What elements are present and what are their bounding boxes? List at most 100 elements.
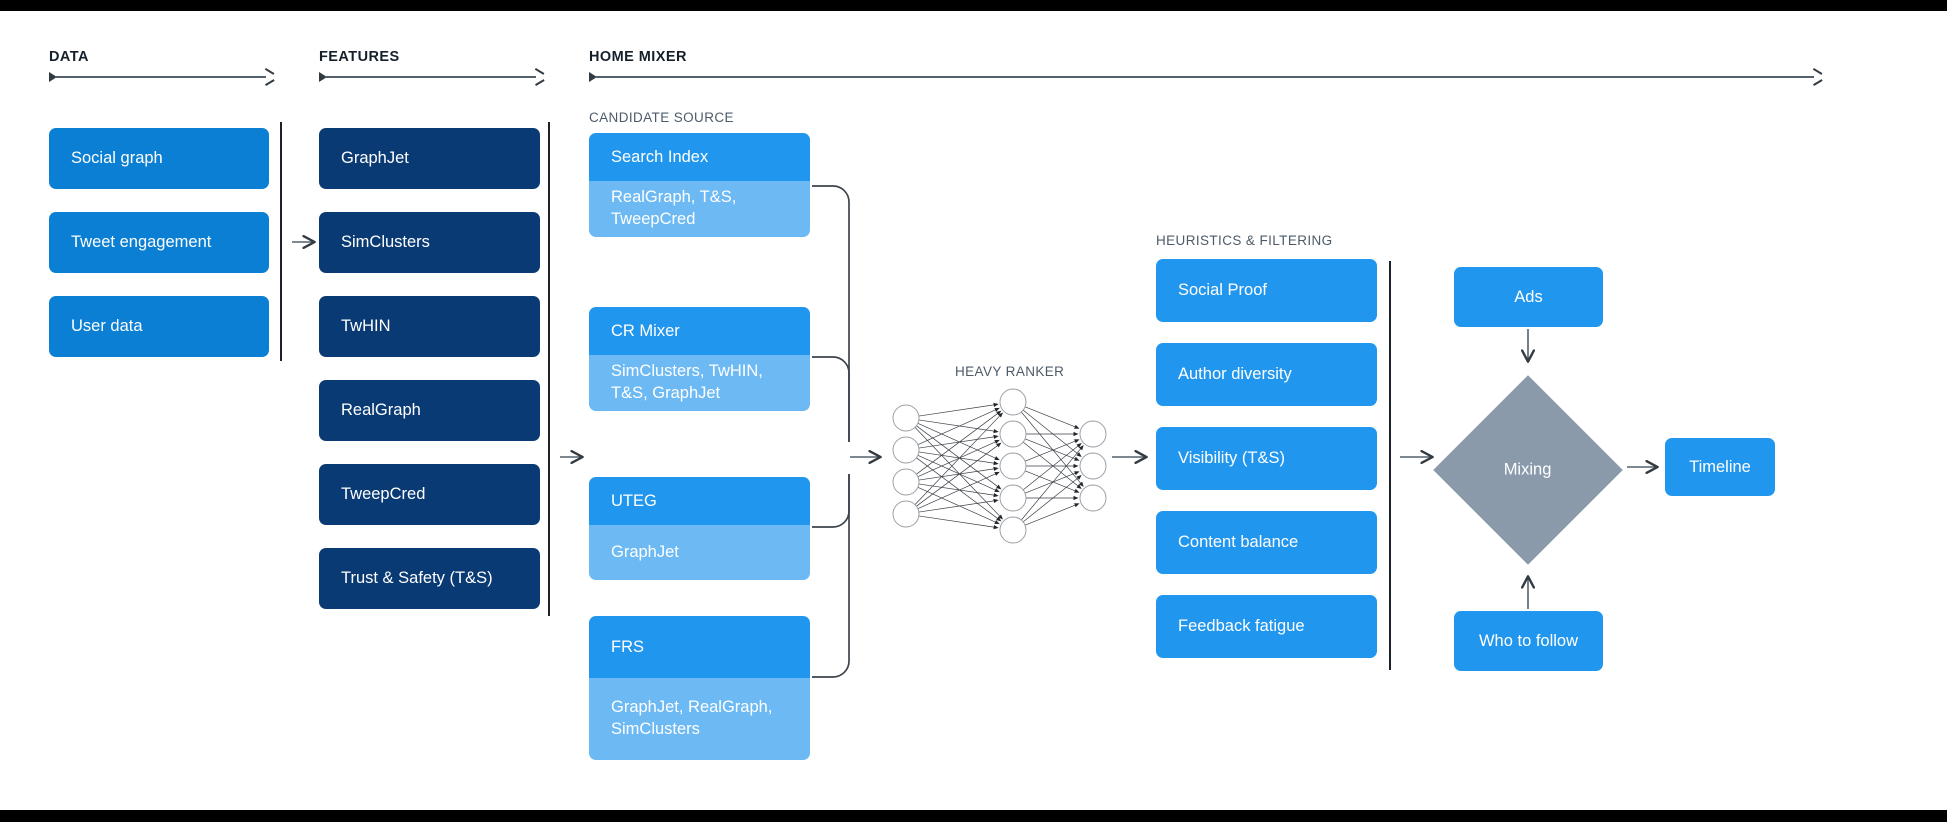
nn-edge-arrow (996, 516, 1002, 522)
candidate-card-frs[interactable]: FRS GraphJet, RealGraph, SimClusters (589, 616, 810, 760)
axis-arrowhead-left-icon (49, 72, 57, 82)
nn-edge-arrow (993, 525, 999, 530)
nn-edge (916, 411, 1001, 475)
axis-line (55, 76, 266, 78)
box-label: TweepCred (341, 485, 426, 503)
axis-arrowhead-right-icon (265, 71, 274, 83)
heuristic-box-visibility[interactable]: Visibility (T&S) (1156, 427, 1377, 490)
nn-edge-arrow (993, 466, 999, 471)
nn-edge (918, 404, 998, 417)
nn-edge (916, 457, 1001, 521)
axis-arrowhead-left-icon (319, 72, 327, 82)
nn-edge-arrow (1074, 488, 1080, 493)
nn-edge (917, 408, 999, 445)
nn-edge (917, 423, 999, 460)
box-label: Social graph (71, 149, 163, 167)
box-label: Trust & Safety (T&S) (341, 569, 493, 587)
nn-edge-arrow (1076, 452, 1082, 457)
subsection-title-candidate-source: CANDIDATE SOURCE (589, 110, 734, 125)
nn-edge-arrow (998, 514, 1003, 520)
nn-edge-arrow (1073, 431, 1079, 437)
connector-frs (812, 474, 850, 678)
axis-arrow-home-mixer (589, 71, 1822, 83)
feature-box-simclusters[interactable]: SimClusters (319, 212, 540, 273)
card-header: UTEG (589, 477, 810, 525)
nn-edge-arrow (1074, 424, 1080, 429)
nn-edge (918, 436, 998, 449)
nn-edge-arrow (994, 520, 1000, 525)
data-box-user-data[interactable]: User data (49, 296, 269, 357)
nn-edge (917, 487, 999, 524)
nn-edge-arrow (994, 456, 1000, 461)
nn-edge (1022, 409, 1081, 457)
nn-edge (1021, 411, 1084, 486)
nn-edge (1024, 439, 1079, 462)
section-title-data: DATA (49, 49, 89, 65)
nn-edge-arrow (1073, 495, 1079, 501)
mixing-label: Mixing (1504, 460, 1552, 479)
box-label: User data (71, 317, 143, 335)
axis-arrow-data (49, 71, 274, 83)
feature-box-realgraph[interactable]: RealGraph (319, 380, 540, 441)
box-label: Ads (1514, 287, 1543, 306)
candidate-card-uteg[interactable]: UTEG GraphJet (589, 477, 810, 580)
card-header: CR Mixer (589, 307, 810, 355)
nn-node (999, 484, 1027, 512)
card-features: GraphJet (589, 525, 810, 580)
divider-features-candidate (548, 122, 550, 616)
heuristic-box-content-balance[interactable]: Content balance (1156, 511, 1377, 574)
nn-node (1079, 452, 1107, 480)
nn-edge (917, 472, 999, 509)
output-box-who-to-follow[interactable]: Who to follow (1454, 611, 1603, 671)
nn-edge (1024, 406, 1079, 429)
feature-box-trust-safety[interactable]: Trust & Safety (T&S) (319, 548, 540, 609)
nn-edge (918, 515, 998, 528)
output-box-ads[interactable]: Ads (1454, 267, 1603, 327)
nn-edge-arrow (996, 442, 1002, 448)
nn-edge (1024, 503, 1079, 526)
nn-edge (918, 468, 998, 481)
nn-edge-arrow (1078, 445, 1084, 451)
box-label: RealGraph (341, 401, 421, 419)
nn-edge-arrow (1078, 481, 1084, 487)
nn-node (1079, 484, 1107, 512)
nn-edge-arrow (1073, 463, 1079, 469)
nn-edge (1022, 475, 1081, 523)
candidate-card-search-index[interactable]: Search Index RealGraph, T&S, TweepCred (589, 133, 810, 237)
candidate-card-cr-mixer[interactable]: CR Mixer SimClusters, TwHIN, T&S, GraphJ… (589, 307, 810, 411)
feature-box-graphjet[interactable]: GraphJet (319, 128, 540, 189)
nn-edge (1022, 441, 1081, 489)
nn-edge-arrow (1074, 503, 1080, 508)
mixing-diamond[interactable]: Mixing (1433, 375, 1623, 565)
feature-box-tweepcred[interactable]: TweepCred (319, 464, 540, 525)
heuristic-box-feedback-fatigue[interactable]: Feedback fatigue (1156, 595, 1377, 658)
nn-edge-arrow (993, 461, 999, 466)
card-features: SimClusters, TwHIN, T&S, GraphJet (589, 355, 810, 411)
heuristic-box-social-proof[interactable]: Social Proof (1156, 259, 1377, 322)
nn-edge-arrow (993, 434, 999, 439)
nn-edge (1021, 446, 1084, 521)
connector-search-index (812, 185, 850, 442)
nn-edge-arrow (1074, 471, 1080, 476)
heuristic-box-author-diversity[interactable]: Author diversity (1156, 343, 1377, 406)
data-box-tweet-engagement[interactable]: Tweet engagement (49, 212, 269, 273)
card-features: GraphJet, RealGraph, SimClusters (589, 678, 810, 760)
nn-edge-arrow (994, 471, 1000, 476)
nn-node (892, 436, 920, 464)
nn-edge-arrow (1074, 439, 1080, 444)
feature-box-twhin[interactable]: TwHIN (319, 296, 540, 357)
nn-edge (918, 483, 998, 496)
nn-node (1079, 420, 1107, 448)
box-label: Content balance (1178, 533, 1299, 551)
nn-edge (916, 443, 1001, 507)
data-box-social-graph[interactable]: Social graph (49, 128, 269, 189)
bottom-letterbox-bar (0, 810, 1947, 822)
nn-edge-arrow (994, 439, 1000, 444)
nn-edge-arrow (996, 484, 1002, 490)
nn-edge-arrow (993, 402, 999, 407)
top-letterbox-bar (0, 0, 1947, 11)
output-box-timeline[interactable]: Timeline (1665, 438, 1775, 496)
nn-edge (916, 425, 1001, 489)
box-label: Author diversity (1178, 365, 1292, 383)
